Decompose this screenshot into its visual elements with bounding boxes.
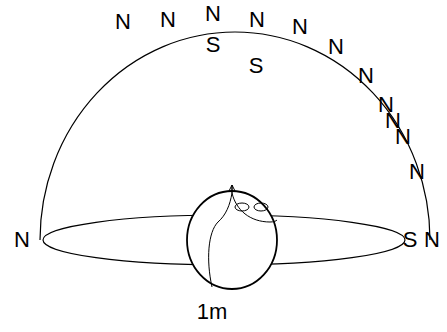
north-mark: N [115,11,131,33]
north-mark: N [424,229,440,251]
north-mark: N [328,36,344,58]
north-mark: N [249,9,265,31]
south-mark: S [206,34,221,56]
eye [254,203,268,211]
north-mark: N [409,161,425,183]
face-line [209,193,232,287]
head-outline [187,191,277,289]
eye [235,203,249,211]
north-mark: N [205,3,221,25]
face-line [232,193,277,222]
north-mark: N [358,65,374,87]
north-mark: N [14,229,30,251]
south-mark: S [249,55,264,77]
distance-label: 1m [197,301,228,323]
nose-mark [229,185,235,191]
south-mark: S [403,229,418,251]
north-mark: N [292,16,308,38]
north-mark: N [160,9,176,31]
north-mark: N [385,110,401,132]
